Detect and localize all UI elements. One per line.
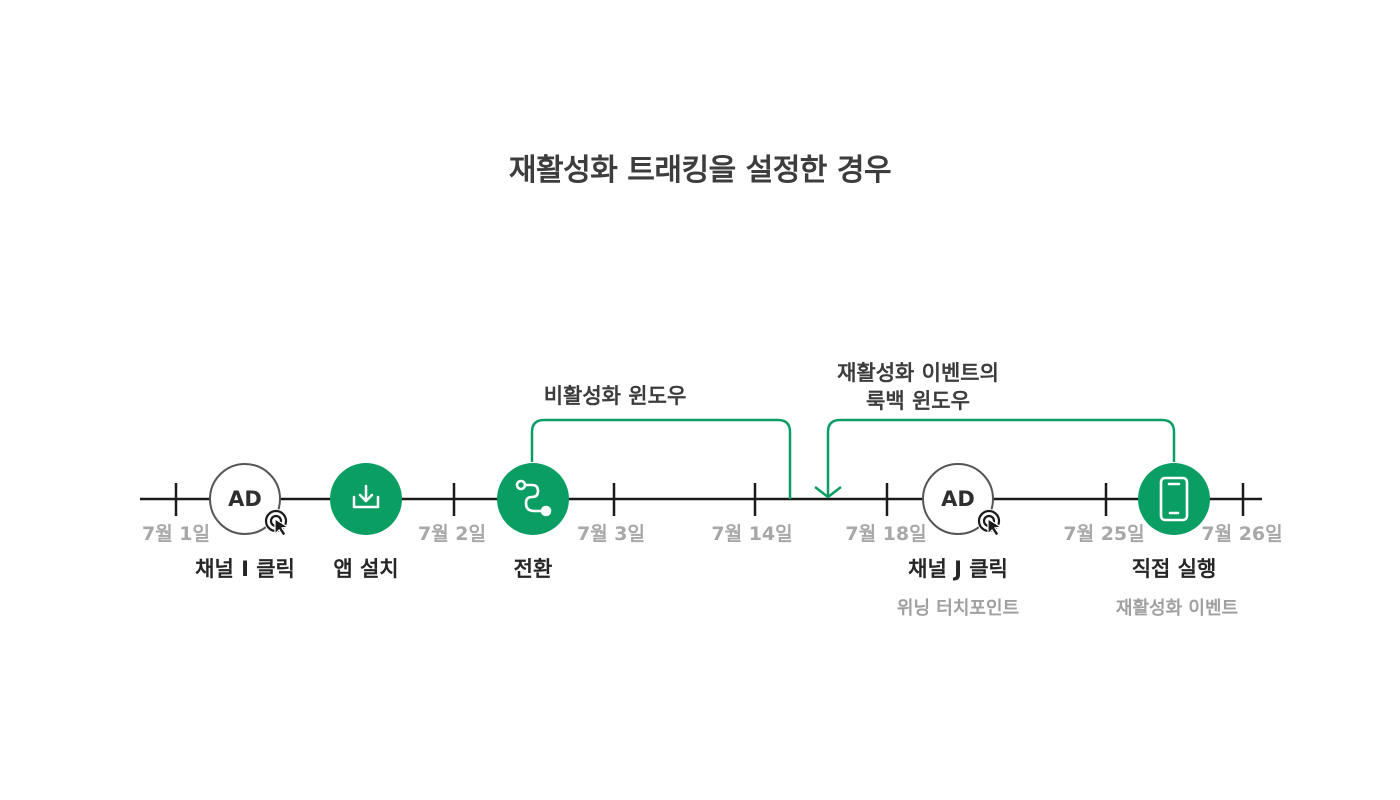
event-sub-reengagement-event: 재활성화 이벤트 — [1115, 598, 1239, 619]
inactivity-window-label: 비활성화 윈도우 — [543, 384, 687, 408]
lookback-window-label-line1: 재활성화 이벤트의 — [837, 361, 999, 385]
conversion-badge — [497, 463, 569, 535]
lookback-window-label-line2: 룩백 윈도우 — [866, 389, 970, 413]
event-label-channel-i-click: 채널 I 클릭 — [195, 557, 295, 581]
date-jul-26: 7월 26일 — [1201, 523, 1283, 545]
ad-badge-channel-i — [209, 463, 281, 535]
event-label-channel-j-click: 채널 J 클릭 — [908, 557, 1008, 581]
ad-badge-text-channel-j: AD — [941, 487, 975, 511]
date-jul-2: 7월 2일 — [417, 523, 487, 545]
inactivity-window-bracket — [530, 418, 792, 499]
ad-badge-channel-j — [922, 463, 994, 535]
date-jul-18: 7월 18일 — [845, 523, 927, 545]
date-jul-14: 7월 14일 — [711, 523, 793, 545]
cursor-click-icon — [264, 509, 290, 537]
smartphone-icon — [1159, 476, 1189, 522]
ad-badge-text-channel-i: AD — [228, 487, 262, 511]
download-icon — [352, 484, 380, 509]
event-label-direct-launch: 직접 실행 — [1131, 557, 1217, 581]
event-label-conversion: 전환 — [513, 557, 553, 581]
lookback-arrow-head — [814, 486, 842, 499]
event-sub-winning-touchpoint: 위닝 터치포인트 — [896, 598, 1020, 619]
diagram-title: 재활성화 트래킹을 설정한 경우 — [508, 153, 892, 188]
event-label-app-install: 앱 설치 — [333, 557, 399, 581]
date-jul-1: 7월 1일 — [141, 523, 211, 545]
date-jul-25: 7월 25일 — [1063, 523, 1145, 545]
lookback-window-bracket — [826, 418, 1176, 496]
direct-launch-badge — [1138, 463, 1210, 535]
cursor-click-icon — [977, 509, 1003, 537]
date-jul-3: 7월 3일 — [576, 523, 646, 545]
path-route-icon — [515, 479, 552, 517]
